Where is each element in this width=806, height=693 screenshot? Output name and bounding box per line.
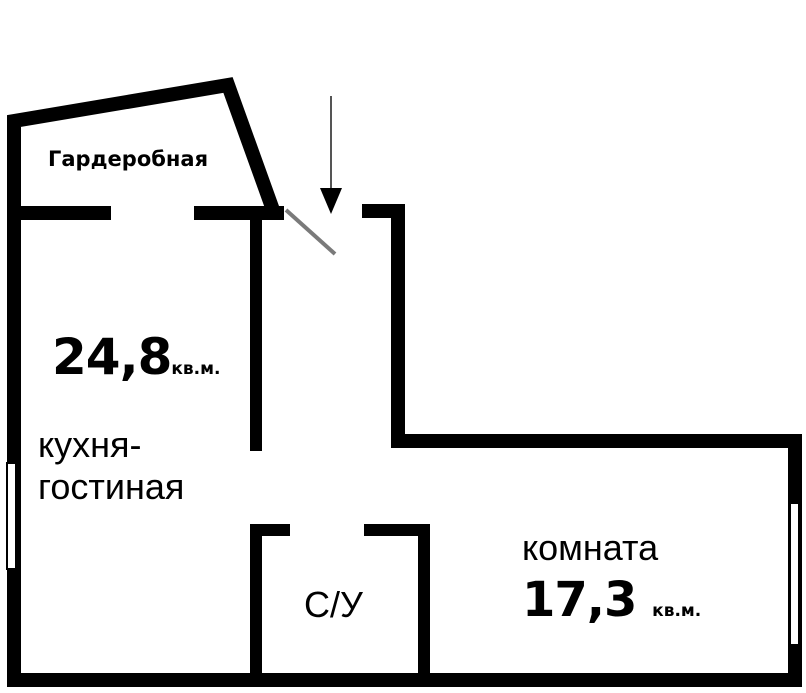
bathroom-wall-left xyxy=(250,524,290,680)
kitchen-area-unit: кв.м. xyxy=(171,359,221,379)
bathroom-label: С/У xyxy=(304,584,363,625)
kitchen-label: кухня- гостиная xyxy=(38,424,184,508)
kitchen-label-line1: кухня- xyxy=(38,424,142,465)
kitchen-area: 24,8кв.м. xyxy=(52,332,220,382)
window-left xyxy=(6,462,17,570)
bathroom-wall-right xyxy=(364,524,430,680)
entrance-door-leaf xyxy=(284,208,337,256)
kitchen-area-value: 24,8 xyxy=(52,328,172,386)
room-area-value: 17,3 xyxy=(522,572,637,628)
entrance-arrow-icon xyxy=(320,96,342,214)
room-label: комната xyxy=(522,527,659,568)
room-area: 17,3 кв.м. xyxy=(522,576,701,624)
wardrobe-label: Гардеробная xyxy=(48,147,209,171)
wardrobe-wall xyxy=(6,77,282,250)
room-area-unit: кв.м. xyxy=(652,601,702,621)
outer-wall-main xyxy=(7,204,802,687)
window-right xyxy=(789,502,800,646)
kitchen-label-line2: гостиная xyxy=(38,466,185,507)
